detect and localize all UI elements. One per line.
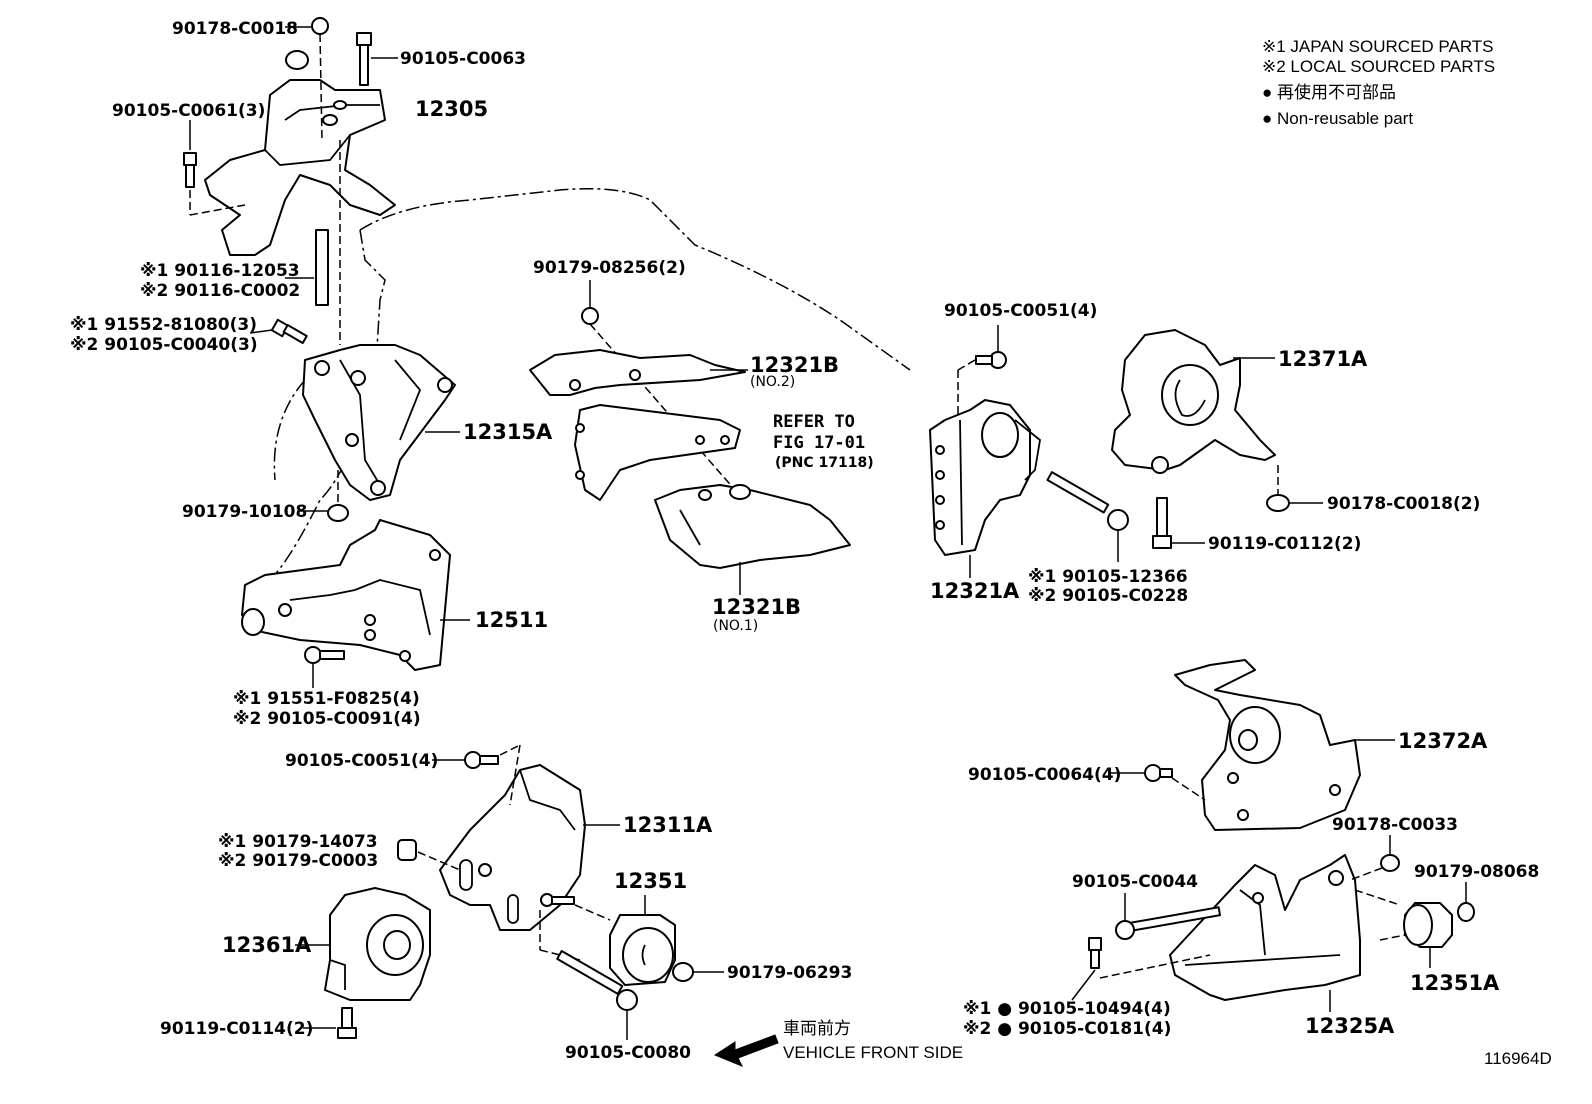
legend-non-reusable-en: ● Non-reusable part [1262, 109, 1413, 128]
label-pnc-17118: (PNC 17118) [775, 455, 874, 471]
legend-japan-sourced: ※1 JAPAN SOURCED PARTS [1262, 37, 1494, 56]
label-90179-10108: 90179-10108 [182, 502, 307, 522]
label-12361a: 12361A [222, 933, 312, 957]
engine-mount-12371a [1111, 329, 1276, 474]
diagram-id: 116964D [1484, 1049, 1552, 1068]
labels: 90178-C0018 90105-C0063 90105-C0061(3) 1… [70, 19, 1552, 1068]
label-fig-17-01: FIG 17-01 [773, 433, 865, 453]
label-90105-12366-jp: ※1 90105-12366 [1028, 567, 1188, 587]
label-12371a: 12371A [1278, 347, 1368, 371]
bolt-icon [356, 32, 372, 86]
bracket-12321b-middle [574, 404, 741, 501]
label-12311a: 12311A [623, 813, 713, 837]
label-90179-08068: 90179-08068 [1414, 862, 1539, 882]
label-12511: 12511 [475, 608, 548, 632]
bracket-12321b-no1 [654, 484, 851, 569]
label-12351a: 12351A [1410, 971, 1500, 995]
nut-icon [1380, 854, 1400, 872]
label-90178-c0018-2: 90178-C0018(2) [1327, 494, 1480, 514]
nut-icon [1266, 494, 1290, 512]
insulator-12351 [609, 914, 676, 986]
legend-non-reusable-jp: ● 再使用不可部品 [1262, 82, 1396, 102]
label-90105-10494-jp: ※1 ● 90105-10494(4) [963, 999, 1171, 1019]
label-90119-c0114: 90119-C0114(2) [160, 1019, 313, 1039]
nut-icon [311, 17, 329, 35]
label-stud-jp: ※1 90116-12053 [140, 261, 300, 281]
bolt-icon [304, 646, 345, 664]
label-90179-06293: 90179-06293 [727, 963, 852, 983]
label-90105-c0051-left: 90105-C0051(4) [285, 751, 438, 771]
legend: ※1 JAPAN SOURCED PARTS ※2 LOCAL SOURCED … [1262, 37, 1495, 128]
label-90105-c0063: 90105-C0063 [400, 49, 526, 69]
label-12372a: 12372A [1398, 729, 1488, 753]
bracket-12315a [302, 344, 456, 501]
label-90119-c0112: 90119-C0112(2) [1208, 534, 1361, 554]
bolt-icon [270, 318, 308, 344]
label-front-side-jp: 車両前方 [783, 1019, 851, 1038]
label-90105-12366-local: ※2 90105-C0228 [1028, 586, 1188, 606]
label-12321a: 12321A [930, 579, 1020, 603]
label-90105-c0044: 90105-C0044 [1072, 872, 1198, 892]
engine-mount-12372a [1174, 659, 1361, 831]
bracket-12511 [241, 519, 451, 671]
nut-icon [397, 839, 417, 861]
bracket-12321b-no2 [529, 349, 746, 396]
label-91551-local: ※2 90105-C0091(4) [233, 709, 421, 729]
engine-mount-12305 [204, 50, 396, 256]
label-90105-10494-local: ※2 ● 90105-C0181(4) [963, 1019, 1171, 1039]
legend-local-sourced: ※2 LOCAL SOURCED PARTS [1262, 57, 1495, 76]
label-90179-14073-local: ※2 90179-C0003 [218, 851, 378, 871]
label-91552-jp: ※1 91552-81080(3) [70, 315, 257, 335]
label-no2: (NO.2) [750, 374, 795, 390]
insulator-12351a [1403, 902, 1453, 948]
engine-outline-line [359, 188, 911, 371]
label-12305: 12305 [415, 97, 488, 121]
bolt-icon [464, 751, 499, 769]
label-refer-to: REFER TO [773, 412, 855, 432]
label-90105-c0061: 90105-C0061(3) [112, 101, 265, 121]
bolt-icon [975, 351, 1007, 369]
label-90179-14073-jp: ※1 90179-14073 [218, 832, 378, 852]
nut-icon [672, 962, 694, 982]
label-90179-08256: 90179-08256(2) [533, 258, 686, 278]
label-90105-c0051-right: 90105-C0051(4) [944, 301, 1097, 321]
bolt-icon [1144, 764, 1173, 782]
label-91551-jp: ※1 91551-F0825(4) [233, 689, 420, 709]
bolt-icon [1152, 497, 1172, 549]
label-12321b-no2: 12321B [750, 353, 839, 377]
bolt-icon [1088, 937, 1102, 969]
label-12351: 12351 [614, 869, 687, 893]
bolt-icon [1046, 471, 1129, 531]
nut-icon [327, 504, 349, 522]
label-90105-c0080: 90105-C0080 [565, 1043, 691, 1063]
bracket-12325a [1169, 854, 1361, 1001]
label-90178-c0033: 90178-C0033 [1332, 815, 1458, 835]
bolt-icon [556, 950, 638, 1011]
insulator-12361a [324, 887, 431, 1001]
bolt-icon [540, 893, 575, 907]
label-90178-c0018: 90178-C0018 [172, 19, 298, 39]
label-91552-local: ※2 90105-C0040(3) [70, 335, 258, 355]
bolt-icon [1115, 906, 1222, 940]
stud-icon [315, 229, 329, 306]
nut-icon [581, 307, 599, 325]
bracket-outline-line [273, 379, 306, 481]
label-12321b-no1: 12321B [712, 595, 801, 619]
vehicle-front-arrow-icon [713, 1034, 779, 1067]
nut-icon [1457, 902, 1475, 922]
bracket-12311a [439, 764, 586, 931]
label-stud-local: ※2 90116-C0002 [140, 281, 300, 301]
bolt-icon [337, 1007, 357, 1039]
label-no1: (NO.1) [713, 618, 758, 634]
bolt-icon [183, 152, 197, 188]
label-front-side-en: VEHICLE FRONT SIDE [783, 1043, 963, 1062]
bracket-12321a [929, 399, 1041, 556]
label-90105-c0064: 90105-C0064(4) [968, 765, 1121, 785]
label-12315a: 12315A [463, 420, 553, 444]
label-12325a: 12325A [1305, 1014, 1395, 1038]
